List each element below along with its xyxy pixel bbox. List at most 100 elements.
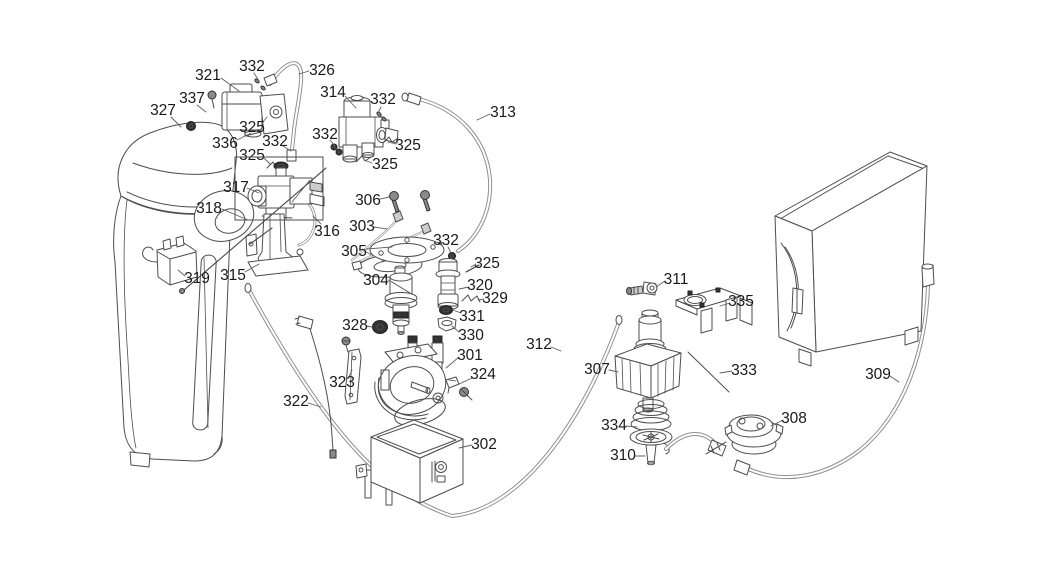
part-label-307: 307 [584, 361, 610, 378]
hose-312 [244, 283, 623, 518]
tray-302 [355, 419, 464, 506]
grommet-328 [372, 320, 388, 334]
leader-line-332-5 [447, 246, 452, 254]
valve-body-304 [384, 265, 418, 335]
leader-line-325-4 [263, 157, 271, 165]
hose-326 [263, 61, 304, 162]
part-label-321: 321 [195, 67, 221, 84]
leader-line-325-5 [470, 263, 477, 268]
leader-line-332-2 [377, 106, 382, 114]
leader-line-306 [379, 196, 390, 200]
leader-line-303 [373, 226, 388, 230]
funnel-310 [629, 428, 673, 466]
mount-bracket-315 [245, 213, 309, 277]
part-label-318: 318 [196, 200, 222, 217]
part-label-332-4: 332 [312, 126, 338, 143]
part-label-333: 333 [731, 362, 757, 379]
leader-line-337 [196, 104, 207, 113]
part-label-332-1: 332 [239, 58, 265, 75]
part-label-310: 310 [610, 447, 636, 464]
part-label-325-3: 325 [372, 156, 398, 173]
part-label-312: 312 [526, 336, 552, 353]
leader-line-305-b [365, 251, 385, 262]
leader-line-326 [298, 70, 310, 75]
leader-line-323 [348, 369, 353, 378]
leader-line-314 [344, 95, 357, 109]
leader-line-321 [220, 77, 240, 92]
leader-line-331 [452, 309, 462, 314]
part-label-308: 308 [781, 410, 807, 427]
part-label-319: 319 [184, 270, 210, 287]
bracket-335 [675, 287, 753, 334]
part-label-329: 329 [482, 290, 508, 307]
part-label-311: 311 [664, 271, 689, 288]
part-label-316: 316 [314, 223, 340, 240]
part-label-325-1: 325 [239, 119, 265, 136]
hose-313 [401, 92, 493, 253]
part-label-304: 304 [363, 272, 389, 289]
part-label-330: 330 [458, 327, 484, 344]
leader-line-334 [625, 425, 638, 428]
part-label-331: 331 [459, 308, 485, 325]
leader-line-325-3 [363, 159, 373, 164]
part-label-325-5: 325 [474, 255, 500, 272]
part-label-327: 327 [150, 102, 176, 119]
brew-group-301 [374, 335, 447, 426]
outlet-valve-320 [435, 252, 481, 332]
part-label-302: 302 [471, 436, 497, 453]
leader-line-308 [770, 419, 784, 427]
leader-line-327 [170, 116, 182, 128]
leader-line-301 [445, 356, 460, 369]
clip-screw-324 [445, 376, 473, 401]
leader-line-317 [246, 187, 260, 194]
rod-333 [687, 351, 730, 393]
part-label-313: 313 [490, 104, 516, 121]
solenoid-valve-314 [330, 95, 399, 163]
power-plug-319 [142, 235, 198, 286]
part-label-315: 315 [220, 267, 246, 284]
leader-line-307 [608, 369, 619, 373]
pump-307 [614, 309, 682, 413]
part-label-328: 328 [342, 317, 368, 334]
leader-line-302 [458, 444, 473, 449]
part-label-323: 323 [329, 374, 355, 391]
leader-line-309 [889, 375, 900, 383]
leader-line-315 [244, 263, 260, 273]
gaskets-305 [351, 236, 445, 278]
leader-line-312 [550, 346, 562, 352]
part-label-336: 336 [212, 135, 238, 152]
part-label-332-3: 332 [262, 133, 288, 150]
leader-line-311 [655, 280, 666, 288]
leader-line-332-4 [329, 139, 336, 147]
leader-line-329 [477, 298, 485, 301]
part-label-325-2: 325 [395, 137, 421, 154]
part-label-317: 317 [223, 179, 249, 196]
spring-334 [630, 399, 672, 431]
part-label-325-4: 325 [239, 147, 265, 164]
leader-line-322 [307, 402, 322, 408]
solenoid-valve-317 [247, 161, 325, 247]
water-tank [113, 121, 255, 468]
leader-line-325-2 [387, 141, 397, 145]
flow-meter-308 [705, 414, 784, 455]
part-label-324: 324 [470, 366, 496, 383]
leader-line-332-1 [253, 72, 260, 82]
heater-block-321 [186, 78, 289, 138]
highlight-box [234, 156, 324, 221]
part-label-322: 322 [283, 393, 309, 410]
hose-310-to-308 [664, 431, 727, 457]
leader-line-332-3 [282, 145, 292, 152]
part-label-301: 301 [457, 347, 483, 364]
part-label-326: 326 [309, 62, 335, 79]
leader-line-304 [387, 279, 395, 284]
housing-box [774, 151, 935, 367]
part-label-320: 320 [467, 277, 493, 294]
part-label-337: 337 [179, 90, 205, 107]
fitting-311 [626, 281, 658, 296]
hose-309 [733, 284, 930, 480]
part-label-332-2: 332 [370, 91, 396, 108]
part-label-335: 335 [728, 293, 754, 310]
